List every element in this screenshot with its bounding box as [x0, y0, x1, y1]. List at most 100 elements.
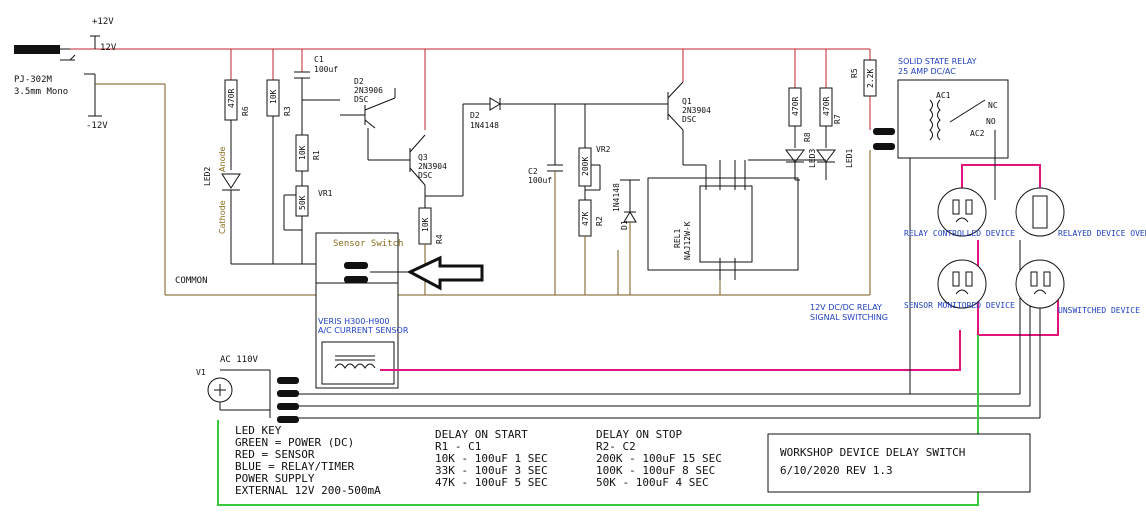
diode-d2-name: D2 [470, 111, 480, 120]
sensor-switch-label: Sensor Switch [333, 239, 403, 249]
resistor-r8: 470R R8 [788, 49, 812, 148]
label-relay-controlled: RELAY CONTROLLED DEVICE [904, 229, 1015, 238]
q3-name: Q3 [418, 153, 428, 162]
q1-name: Q1 [682, 97, 692, 106]
jack-desc: 3.5mm Mono [14, 87, 68, 97]
jack-name: PJ-302M [14, 75, 53, 85]
label-unswitched-text: UNSWITCHED DEVICE [1058, 306, 1140, 315]
relay-rel1: REL1 NAJ12W-K [647, 160, 799, 295]
led1-name: LED1 [845, 149, 854, 168]
plus12-rail-label: 12V [100, 43, 117, 53]
legend-blue: BLUE = RELAY/TIMER [235, 460, 355, 473]
c1-value: 100uf [314, 65, 338, 74]
q3-pkg: DSC [418, 171, 433, 180]
relay-note-1: 12V DC/DC RELAY [810, 303, 882, 312]
delay-start-row: 33K - 100uF 3 SEC [435, 464, 548, 477]
delay-start-row: 47K - 100uF 5 SEC [435, 476, 548, 489]
r2-value: 47K [581, 211, 590, 226]
r8-value: 470R [791, 97, 800, 116]
relay-note-2: SIGNAL SWITCHING [810, 313, 888, 322]
legend-title: LED KEY [235, 424, 282, 437]
title-block: WORKSHOP DEVICE DELAY SWITCH 6/10/2020 R… [767, 433, 1031, 493]
delay-stop-sub: R2- C2 [596, 440, 636, 453]
minus12-label: -12V [86, 121, 108, 131]
led3: LED3 [785, 149, 817, 181]
title-block-title: WORKSHOP DEVICE DELAY SWITCH [780, 446, 965, 459]
solid-state-relay: SOLID STATE RELAY 25 AMP DC/AC AC1 AC2 N… [897, 57, 1009, 159]
potentiometer-vr1: 50K VR1 [283, 185, 333, 264]
relay-name: REL1 [673, 229, 682, 248]
label-relayed-override: RELAYED DEVICE OVERRIDE [1058, 229, 1146, 238]
ac-source: AC 110V V1 [196, 355, 271, 418]
legend-supply: EXTERNAL 12V 200-500mA [235, 484, 381, 497]
led2-name: LED2 [203, 167, 212, 186]
delay-on-stop-table: DELAY ON STOP R2- C2 200K - 100uF 15 SEC… [596, 428, 722, 489]
d2-name: D2 [354, 77, 364, 86]
current-sensor-label: A/C CURRENT SENSOR [318, 326, 409, 335]
common-label: COMMON [175, 276, 208, 286]
delay-on-start-table: DELAY ON START R1 - C1 10K - 100uF 1 SEC… [435, 428, 548, 489]
led2-cathode: Cathode [218, 200, 227, 234]
d2-pkg: DSC [354, 95, 369, 104]
plus12-supply-symbol: +12V 12V [90, 17, 117, 53]
d1-name: D1 [620, 220, 629, 230]
ac-label: AC 110V [220, 355, 259, 365]
ssr-ac2: AC2 [970, 129, 985, 138]
potentiometer-vr2: 200K VR2 [578, 104, 611, 200]
common-bus: COMMON [95, 83, 871, 296]
r4-value: 10K [421, 217, 430, 232]
transistor-q1: Q1 2N3904 DSC [667, 49, 711, 165]
led1: LED1 [748, 149, 854, 180]
r5-value: 2.2K [866, 69, 875, 88]
c2-value: 100uf [528, 176, 552, 185]
r7-name: R7 [833, 114, 842, 124]
delay-start-row: 10K - 100uF 1 SEC [435, 452, 548, 465]
r2-name: R2 [595, 216, 604, 226]
diode-d1: D1 1N4148 [612, 179, 640, 295]
vr2-value: 200K [581, 157, 590, 176]
q3-part: 2N3904 [418, 162, 447, 171]
delay-stop-row: 200K - 100uF 15 SEC [596, 452, 722, 465]
delay-stop-row: 100K - 100uF 8 SEC [596, 464, 715, 477]
delay-stop-title: DELAY ON STOP [596, 428, 682, 441]
label-relay-controlled-text: RELAY CONTROLLED DEVICE [904, 229, 1015, 238]
c2-name: C2 [528, 167, 538, 176]
outlet-unswitched [1015, 259, 1065, 309]
delay-start-sub: R1 - C1 [435, 440, 481, 453]
legend-led-key: LED KEY GREEN = POWER (DC) RED = SENSOR … [235, 424, 381, 497]
r1-name: R1 [312, 150, 321, 160]
transistor-d2: D2 2N3906 DSC [340, 77, 396, 161]
ssr-ac1: AC1 [936, 91, 951, 100]
label-unswitched: UNSWITCHED DEVICE [1058, 306, 1140, 315]
diode-d2: D2 1N4148 [463, 97, 668, 130]
v1-label: V1 [196, 368, 206, 377]
d2-part: 2N3906 [354, 86, 383, 95]
d1-part: 1N4148 [612, 183, 621, 212]
led2-anode: Anode [218, 146, 227, 172]
led2: Anode Cathode LED2 [203, 146, 241, 264]
q1-pkg: DSC [682, 115, 697, 124]
led3-name: LED3 [808, 149, 817, 168]
r1-value: 10K [298, 145, 307, 160]
delay-stop-row: 50K - 100uF 4 SEC [596, 476, 709, 489]
r6-name: R6 [241, 106, 250, 116]
ssr-input-connector [873, 128, 895, 150]
label-relayed-override-text: RELAYED DEVICE OVERRIDE [1058, 229, 1146, 238]
label-sensor-monitored: SENSOR MONITORED DEVICE [904, 301, 1015, 310]
q1-part: 2N3904 [682, 106, 711, 115]
r8-name: R8 [803, 132, 812, 142]
outlet-relay-controlled [937, 187, 987, 237]
ssr-no: NO [986, 117, 996, 126]
delay-start-title: DELAY ON START [435, 428, 528, 441]
transistor-q3: Q3 2N3904 DSC [395, 49, 464, 200]
plus12-label: +12V [92, 17, 114, 27]
vr1-value: 50K [298, 195, 307, 210]
ssr-subtitle: 25 AMP DC/AC [898, 67, 956, 76]
relay-part: NAJ12W-K [683, 221, 692, 260]
vr2-name: VR2 [596, 145, 611, 154]
ssr-nc: NC [988, 101, 998, 110]
power-jack: PJ-302M 3.5mm Mono -12V [14, 45, 108, 131]
r6-value: 470R [227, 89, 236, 108]
title-block-date: 6/10/2020 REV 1.3 [780, 464, 893, 477]
c1-name: C1 [314, 55, 324, 64]
